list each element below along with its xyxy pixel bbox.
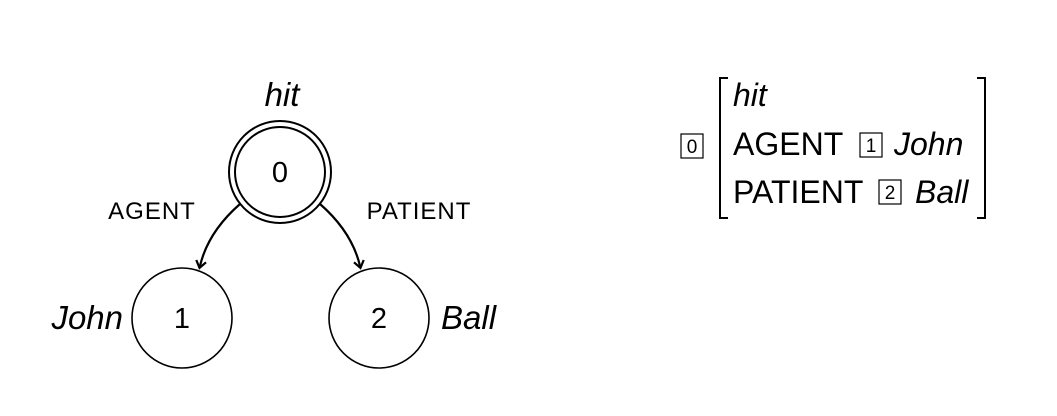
agent-edge	[195, 203, 241, 270]
agent-node: 1	[131, 267, 233, 369]
patient-word: Ball	[441, 299, 498, 336]
patient-node-id: 2	[371, 303, 387, 335]
avm-tag-box	[680, 133, 704, 159]
avm-tag-patient-box	[878, 179, 902, 205]
patient-edge	[319, 203, 365, 270]
avm: 0 hit AGENT 1 John PATIENT 2 Ball	[680, 77, 986, 219]
avm-tag: 0	[680, 133, 704, 159]
root-node-id: 0	[272, 157, 288, 189]
root-node-outer-circle	[228, 120, 332, 224]
avm-tag-agent-box	[859, 132, 883, 158]
avm-attr-agent: AGENT	[733, 126, 843, 162]
patient-node-circle	[328, 267, 430, 369]
avm-right-bracket	[977, 77, 986, 219]
avm-row-agent: AGENT 1 John	[733, 126, 963, 162]
avm-row-patient: PATIENT 2 Ball	[733, 174, 969, 210]
avm-attr-patient: PATIENT	[733, 174, 863, 210]
patient-edge-label: PATIENT	[367, 198, 472, 225]
root-word: hit	[265, 76, 302, 113]
avm-head: hit	[733, 77, 768, 113]
avm-tag-patient-number: 2	[885, 183, 896, 204]
patient-node: 2	[328, 267, 430, 369]
agent-edge-label: AGENT	[108, 198, 196, 225]
agent-node-id: 1	[174, 303, 190, 335]
avm-left-bracket	[719, 77, 728, 219]
agent-word: John	[50, 299, 123, 336]
avm-value-patient: Ball	[915, 174, 969, 210]
root-node: 0	[228, 120, 332, 224]
avm-value-agent: John	[893, 126, 963, 162]
avm-tag-agent-number: 1	[866, 136, 877, 157]
avm-tag-number: 0	[687, 137, 698, 158]
root-node-inner-circle	[234, 126, 326, 218]
agent-node-circle	[131, 267, 233, 369]
dag-graph: hit 0 AGENT PATIENT 1 John 2 Ball	[50, 76, 498, 369]
